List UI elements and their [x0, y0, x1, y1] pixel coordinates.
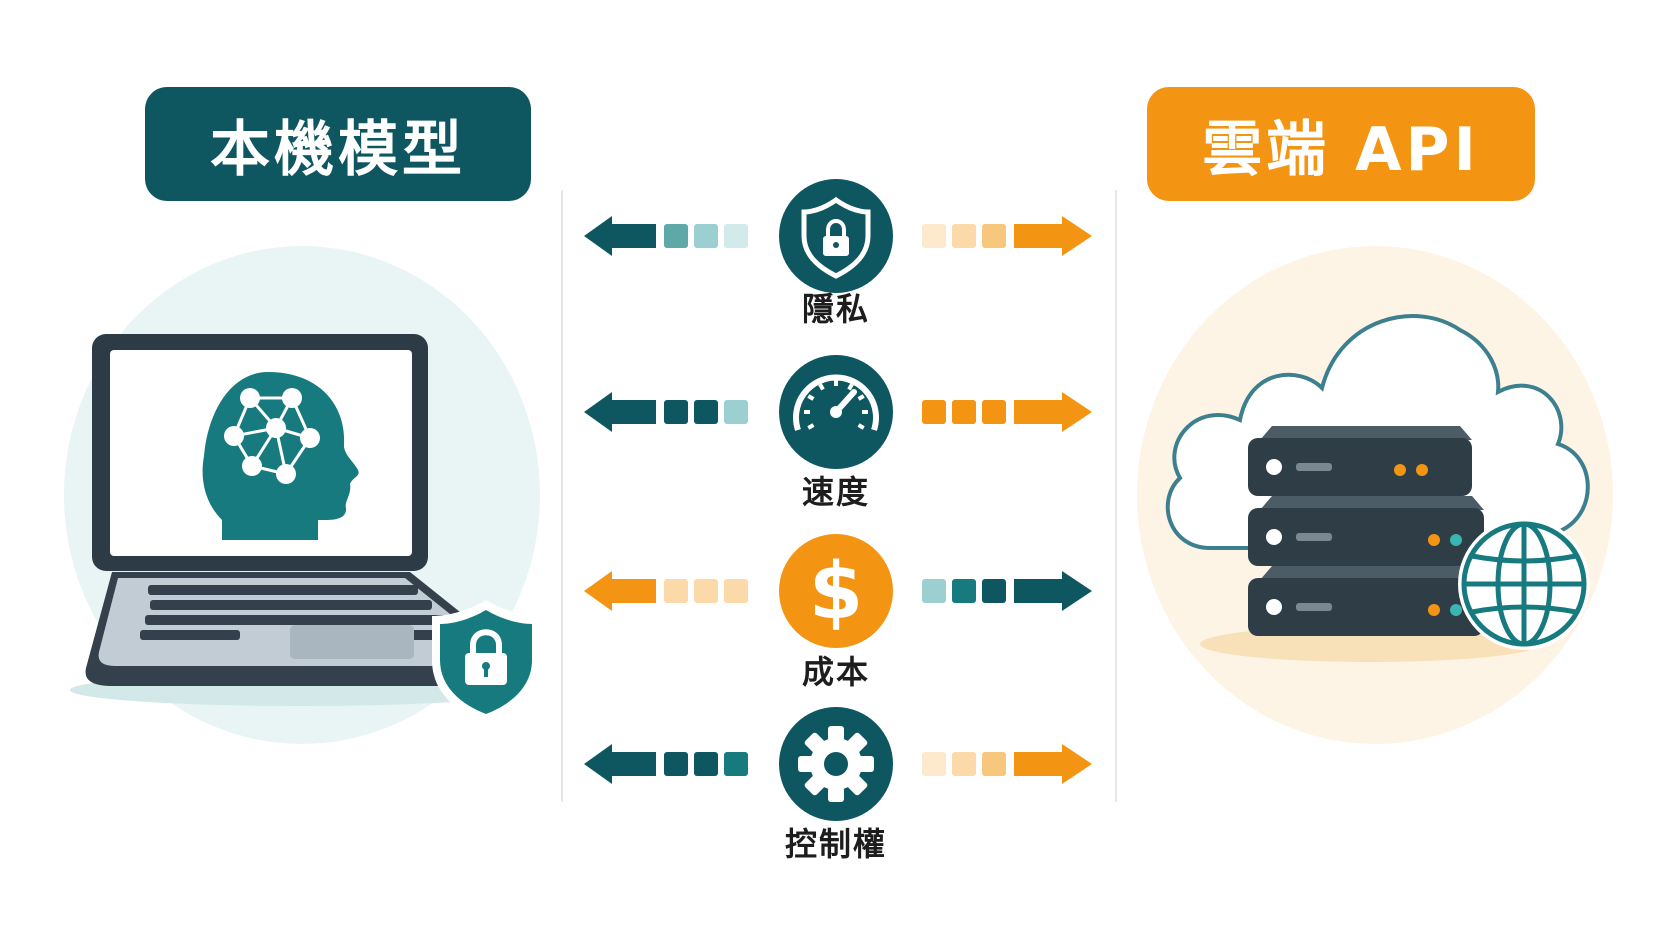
globe-icon [1458, 518, 1590, 650]
factor-label-speed: 速度 [801, 473, 870, 511]
server-stack-icon [1248, 426, 1484, 636]
cloud-api-title: 雲端 API [1147, 87, 1535, 201]
arrow-left-3 [584, 744, 748, 784]
right-divider [1115, 190, 1117, 802]
gear-icon [779, 707, 893, 821]
local-shield-lock-icon [432, 600, 540, 724]
local-model-title: 本機模型 [145, 87, 531, 201]
factor-label-control: 控制權 [784, 825, 887, 863]
arrow-left-1 [584, 392, 748, 432]
arrow-left-0 [584, 216, 748, 256]
laptop-icon [70, 334, 536, 706]
svg-text:$: $ [809, 547, 863, 637]
arrow-right-1 [922, 392, 1092, 432]
arrow-left-2 [584, 571, 748, 611]
dollar-icon: $ [779, 534, 893, 648]
left-divider [561, 190, 563, 802]
arrow-right-3 [922, 744, 1092, 784]
factor-label-privacy: 隱私 [801, 290, 870, 328]
factor-label-cost: 成本 [801, 653, 870, 691]
speedometer-icon [779, 355, 893, 469]
arrow-right-2 [922, 571, 1092, 611]
arrow-right-0 [922, 216, 1092, 256]
shield-lock-icon [779, 179, 893, 293]
